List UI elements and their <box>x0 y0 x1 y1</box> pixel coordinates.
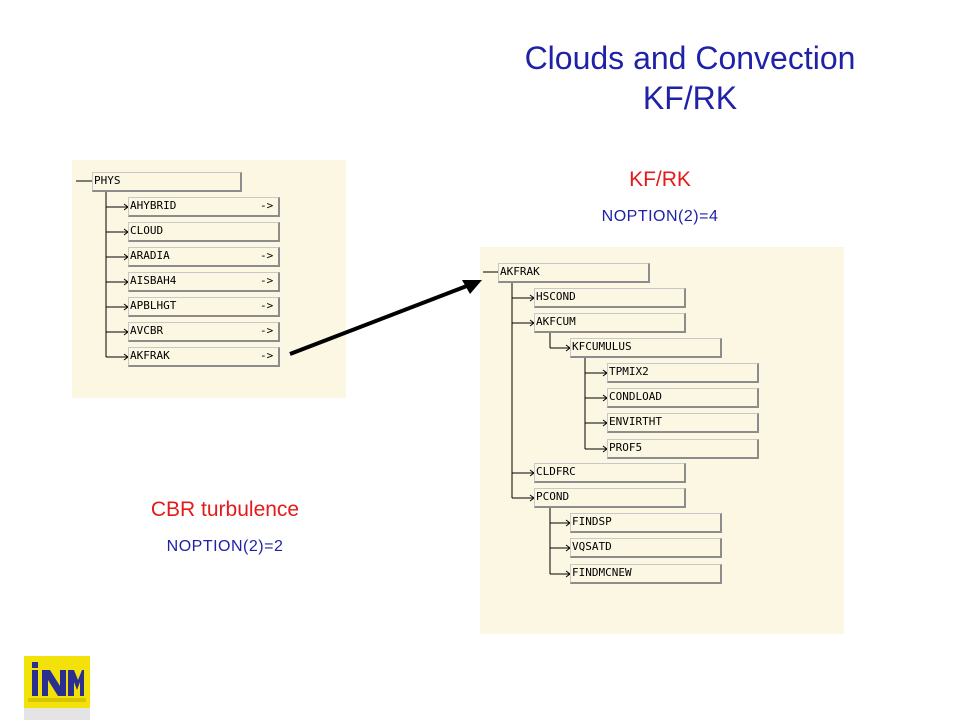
tree-node[interactable] <box>498 263 650 283</box>
tree-node-label: HSCOND <box>536 290 576 303</box>
tree-node-label: CONDLOAD <box>609 390 662 403</box>
slide-title-line1: Clouds and Convection <box>524 40 856 76</box>
tree-node-label: PROF5 <box>609 441 643 454</box>
tree-node[interactable] <box>607 413 759 433</box>
tree-node-label: AKFRAK <box>500 265 540 278</box>
tree-branch-arrow <box>585 394 608 402</box>
tree-branch-arrow <box>512 294 535 302</box>
tree-node[interactable] <box>128 222 280 242</box>
tree-node-label: PHYS <box>94 174 121 187</box>
tree-node-label: AKFRAK <box>130 349 170 362</box>
tree-branch-arrow <box>550 570 571 578</box>
tree-node[interactable] <box>607 439 759 459</box>
tree-node[interactable] <box>570 538 722 558</box>
tree-node-label: PCOND <box>536 490 570 503</box>
tree-node-label: APBLHGT <box>130 299 177 312</box>
tree-node[interactable] <box>128 347 280 367</box>
expand-arrow-icon: -> <box>260 299 274 312</box>
cbr-turbulence-label: CBR turbulence <box>150 498 300 521</box>
tree-node[interactable] <box>128 272 280 292</box>
tree-branch-arrow <box>512 319 535 327</box>
tree-branch-arrow <box>512 469 535 477</box>
tree-node[interactable] <box>607 363 759 383</box>
tree-branch-arrow <box>106 278 129 286</box>
inm-logo-icon <box>24 656 90 708</box>
tree-branch-arrow <box>585 419 608 427</box>
tree-branch-arrow <box>550 519 571 527</box>
tree-node-label: CLOUD <box>130 224 164 237</box>
tree-node[interactable] <box>92 172 242 192</box>
tree-branch-arrow <box>512 494 535 502</box>
tree-node[interactable] <box>534 463 686 483</box>
tree-node[interactable] <box>128 322 280 342</box>
tree-node[interactable] <box>534 288 686 308</box>
tree-node[interactable] <box>570 338 722 358</box>
tree-node[interactable] <box>570 513 722 533</box>
slide-title-line2: KF/RK <box>642 80 738 116</box>
tree-node-label: CLDFRC <box>536 465 576 478</box>
expand-arrow-icon: -> <box>260 249 274 262</box>
expand-arrow-icon: -> <box>260 274 274 287</box>
kf-rk-option: NOPTION(2)=4 <box>601 208 719 225</box>
expand-arrow-icon: -> <box>260 349 274 362</box>
tree-node[interactable] <box>607 388 759 408</box>
phys-tree-lines <box>76 180 107 357</box>
tree-node-label: FINDSP <box>572 515 612 528</box>
tree-node[interactable] <box>570 564 722 584</box>
tree-node[interactable] <box>534 313 686 333</box>
tree-branch-arrow <box>106 353 129 361</box>
expand-arrow-icon: -> <box>260 199 274 212</box>
slide-title: Clouds and Convection KF/RK <box>420 38 960 118</box>
tree-branch-arrow <box>106 303 129 311</box>
tree-node-label: AISBAH4 <box>130 274 177 287</box>
tree-node[interactable] <box>128 247 280 267</box>
tree-node[interactable] <box>128 197 280 217</box>
tree-node-label: ARADIA <box>130 249 170 262</box>
cbr-option: NOPTION(2)=2 <box>166 538 284 555</box>
expand-arrow-icon: -> <box>260 324 274 337</box>
tree-node[interactable] <box>128 297 280 317</box>
tree-branch-arrow <box>106 328 129 336</box>
tree-node-label: AHYBRID <box>130 199 177 212</box>
tree-branch-arrow <box>106 253 129 261</box>
tree-node[interactable] <box>534 488 686 508</box>
tree-branch-arrow <box>550 344 571 352</box>
tree-branch-arrow <box>585 445 608 453</box>
tree-node-label: FINDMCNEW <box>572 566 632 579</box>
tree-node-label: VQSATD <box>572 540 612 553</box>
tree-branch-arrow <box>106 228 129 236</box>
logo-base <box>24 708 90 720</box>
tree-node-label: TPMIX2 <box>609 365 649 378</box>
tree-node-label: ENVIRTHT <box>609 415 662 428</box>
tree-node-label: AVCBR <box>130 324 164 337</box>
tree-branch-arrow <box>106 203 129 211</box>
link-arrow <box>289 280 482 356</box>
kf-rk-label: KF/RK <box>629 168 691 191</box>
tree-node-label: AKFCUM <box>536 315 576 328</box>
tree-node-label: KFCUMULUS <box>572 340 632 353</box>
tree-branch-arrow <box>585 369 608 377</box>
tree-branch-arrow <box>550 544 571 552</box>
